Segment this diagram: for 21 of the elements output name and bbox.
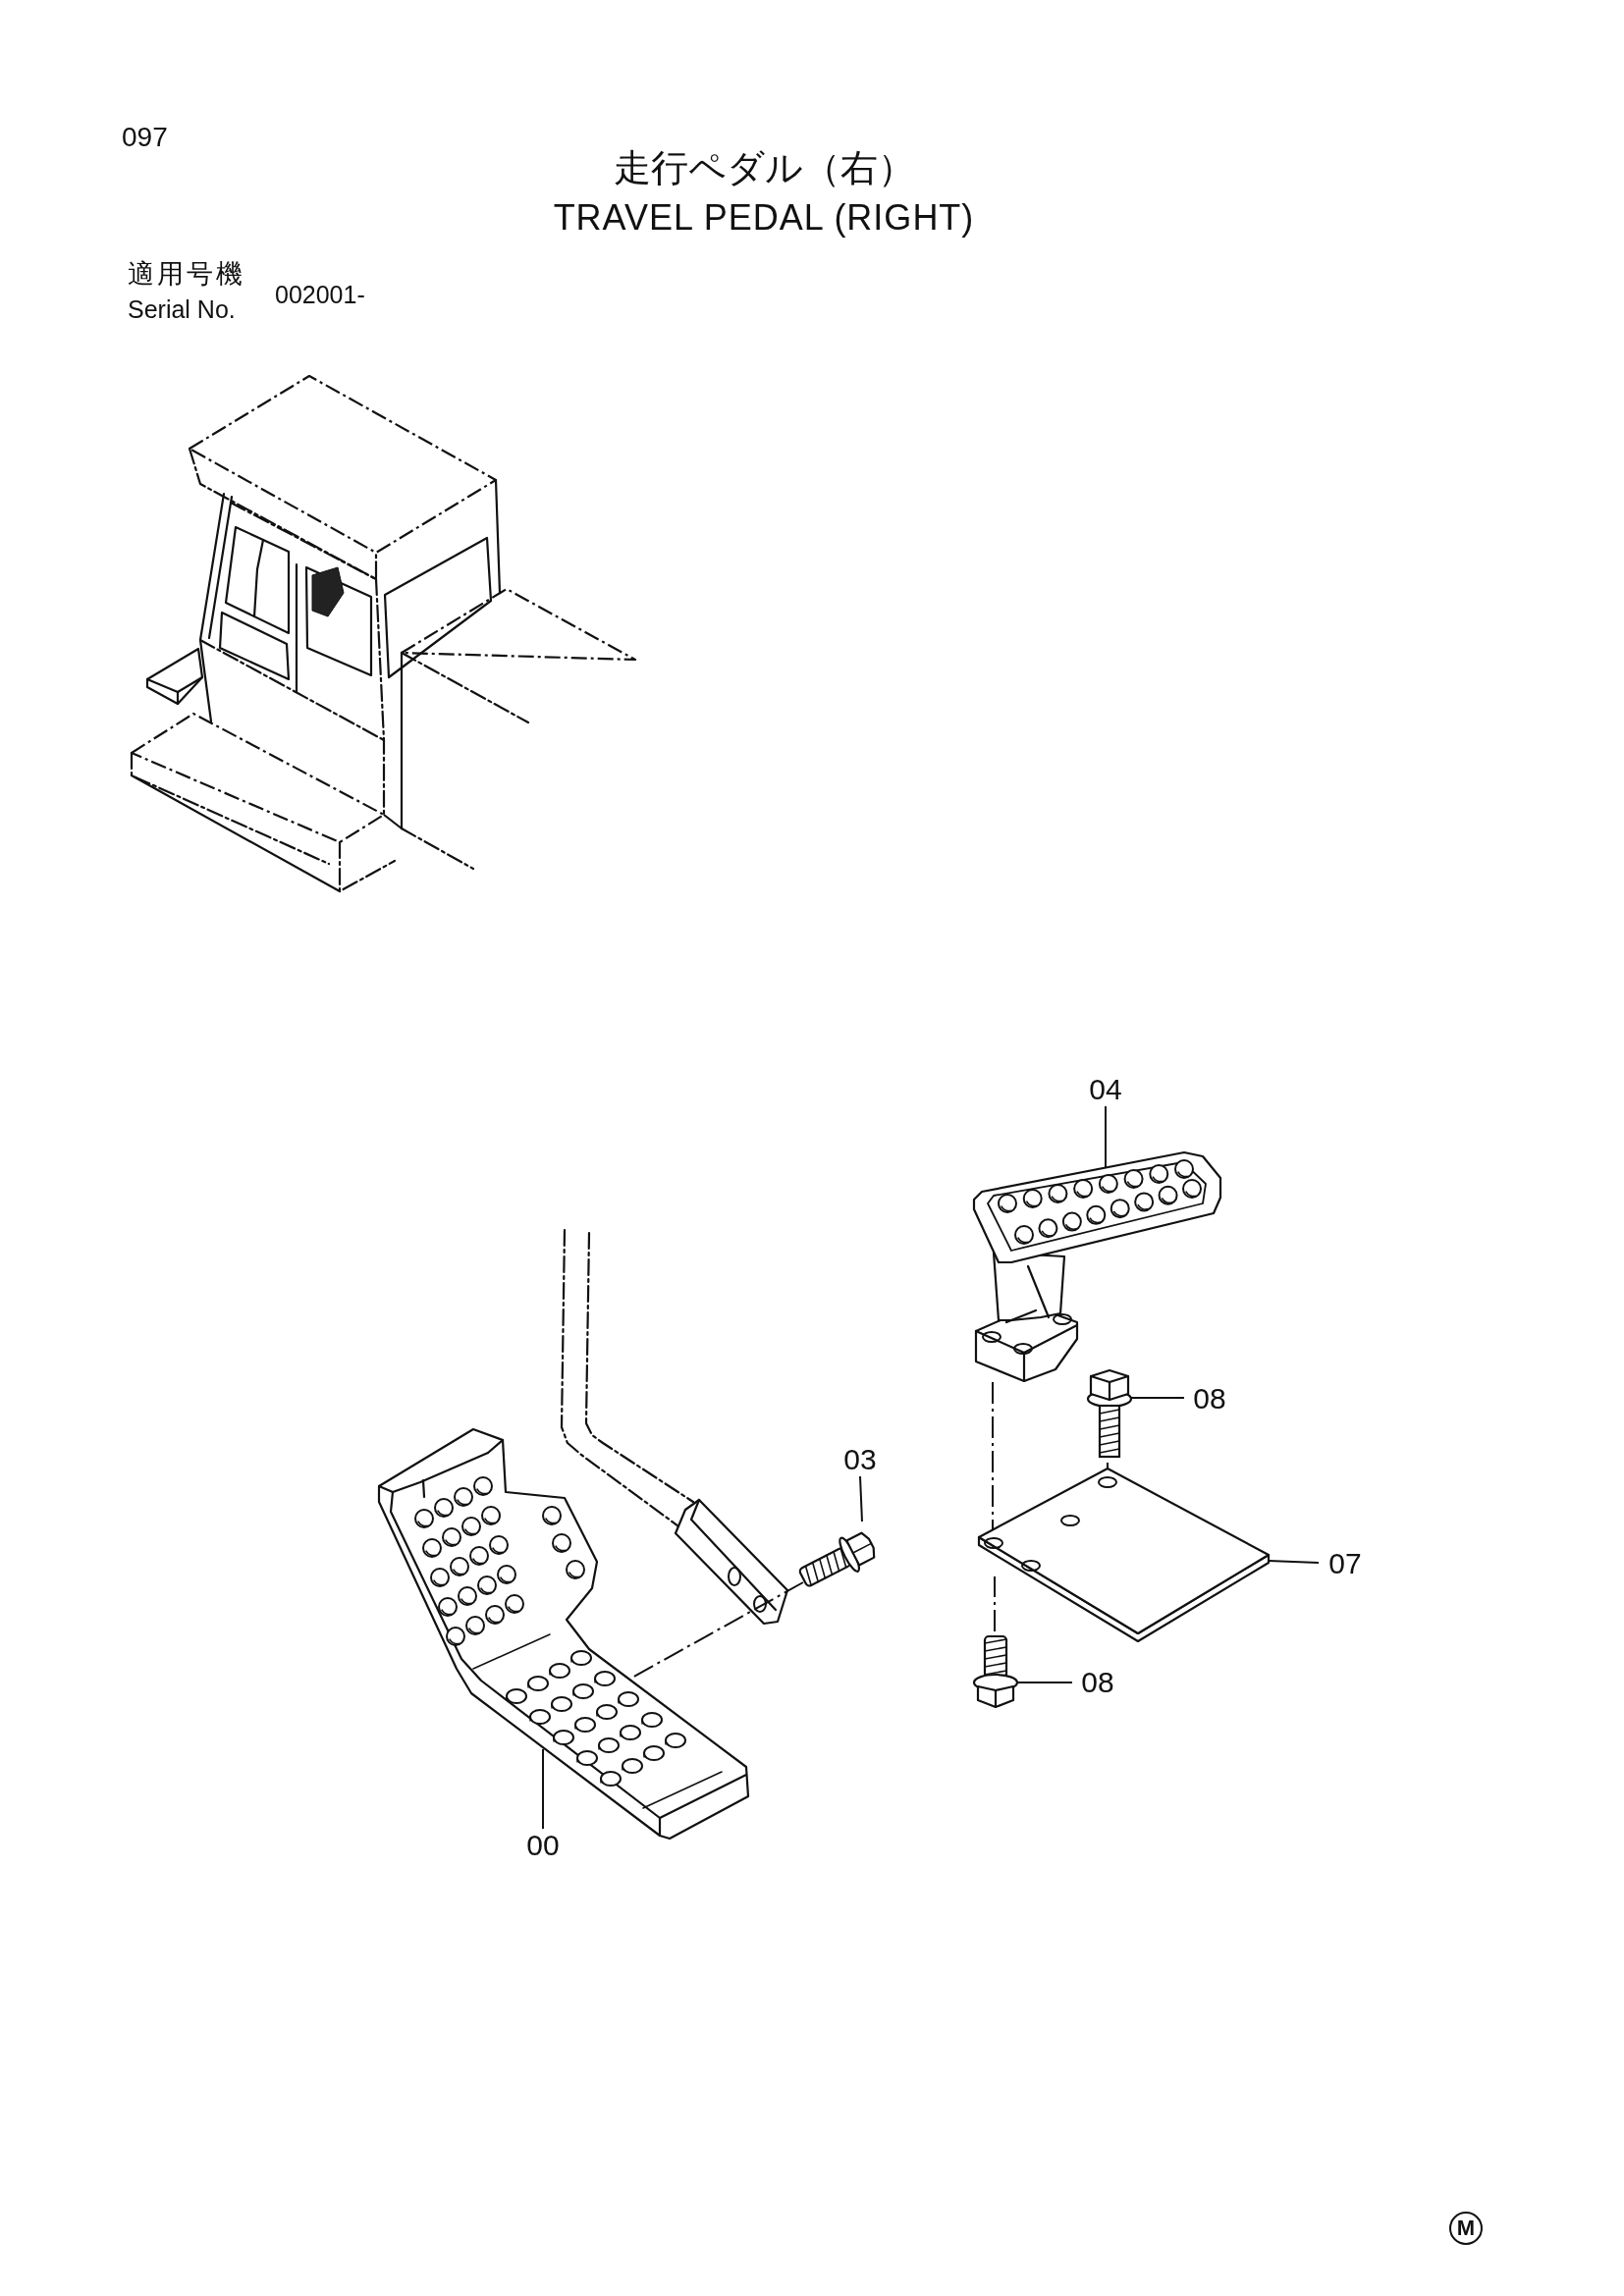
- callout-number: 04: [1078, 1075, 1133, 1104]
- title: 走行ペダル（右）: [612, 149, 916, 187]
- serial-number: 002001-: [275, 283, 365, 307]
- label-text: 適用号機: [128, 261, 245, 288]
- label-text: Serial No.: [128, 297, 236, 322]
- leader-line: [1017, 1682, 1073, 1683]
- circled-letter: M: [1449, 2212, 1483, 2245]
- bolt-drawing: [974, 1633, 1019, 1710]
- leader-line: [542, 1748, 544, 1830]
- leader-line: [1130, 1397, 1185, 1399]
- bolt-drawing: [1086, 1368, 1133, 1461]
- callout-number: 03: [833, 1445, 888, 1474]
- callout-number: 08: [1182, 1384, 1237, 1414]
- callout-number: 08: [1070, 1668, 1125, 1697]
- leader-line: [859, 1475, 863, 1522]
- subtitle: TRAVEL PEDAL (RIGHT): [552, 200, 976, 236]
- callout-number: 07: [1318, 1549, 1373, 1578]
- center-line: [994, 1575, 996, 1632]
- leader-line: [1268, 1560, 1320, 1564]
- page-number: 097: [122, 124, 168, 151]
- callout-number: 00: [515, 1831, 570, 1860]
